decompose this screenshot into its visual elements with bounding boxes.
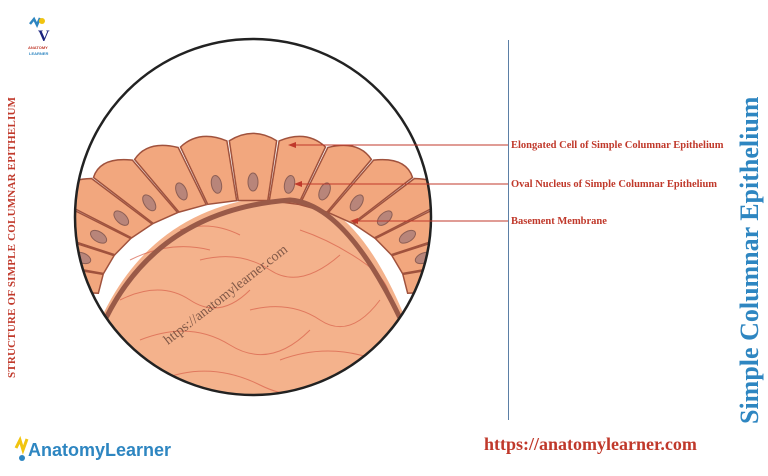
label-basement-membrane: Basement Membrane [511,216,607,227]
oval-nucleus [349,194,364,212]
oval-nucleus [210,175,223,194]
label-elongated-cell: Elongated Cell of Simple Columnar Epithe… [511,140,724,151]
logo-top-mark-2: LEARNER [29,51,48,56]
arrowhead-nucleus [294,181,302,187]
logo-letters: V [38,28,50,45]
main-title: Simple Columnar Epithelium [735,96,764,424]
columnar-cell [92,158,179,225]
oval-nucleus [247,172,259,192]
bottom-logo-text: AnatomyLearner [28,440,172,460]
columnar-cell [327,158,414,225]
basement-membrane [103,197,403,320]
oval-nucleus [283,175,296,194]
divider-line [508,40,509,420]
oval-nucleus [113,210,130,226]
logo-head-icon [39,18,45,24]
oval-nucleus [90,229,108,244]
oval-nucleus [75,275,82,287]
columnar-cell [228,132,278,202]
logo-top-mark-1: ANATOMY [28,45,48,50]
bottom-logo-figure-icon [14,436,29,461]
top-logo: V ANATOMY LEARNER [28,16,50,56]
oval-nucleus [424,275,431,287]
oval-nucleus [142,194,157,212]
oval-nucleus [398,229,416,244]
magnifier-circle [73,37,433,397]
arrowhead-cell [288,142,296,148]
columnar-cell [298,144,373,213]
arrowhead-membrane [350,218,358,224]
oval-nucleus [376,210,393,226]
oval-nucleus [318,182,331,201]
connective-tissue [96,195,410,395]
oval-nucleus [175,182,188,201]
logo-figure-icon [29,16,42,28]
label-oval-nucleus: Oval Nucleus of Simple Columnar Epitheli… [511,179,718,190]
columnar-cell [268,135,327,206]
pointer-arrowheads [288,142,358,224]
columnar-cell [133,144,208,213]
columnar-cell [179,135,238,206]
pointer-lines [290,144,509,222]
footer-url[interactable]: https://anatomylearner.com [484,434,697,454]
